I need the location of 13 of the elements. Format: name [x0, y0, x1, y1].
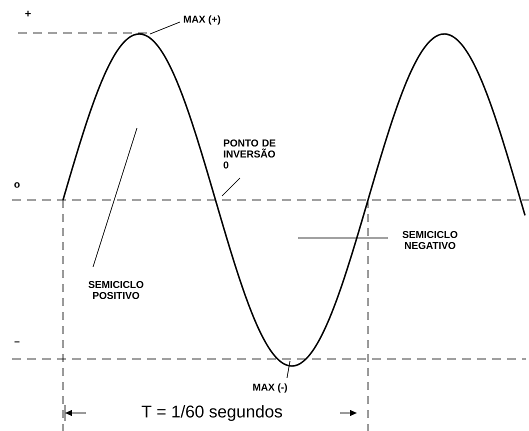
callout-label: MAX (+)	[184, 15, 220, 25]
leader-line	[286, 360, 290, 378]
sign-label: +	[25, 10, 31, 16]
period-label: T = 1/60 segundos	[142, 405, 282, 421]
callout-label: SEMICICLO NEGATIVO	[402, 230, 458, 250]
callout-label: SEMICICLO POSITIVO	[88, 280, 144, 300]
leader-line	[92, 128, 138, 268]
leader-line	[150, 22, 180, 34]
leader-line	[222, 178, 240, 196]
sign-label: –	[14, 341, 20, 342]
axis-label: o	[14, 182, 20, 188]
callout-label: MAX (-)	[253, 383, 287, 393]
callout-label: PONTO DE INVERSÃO 0	[224, 139, 276, 169]
